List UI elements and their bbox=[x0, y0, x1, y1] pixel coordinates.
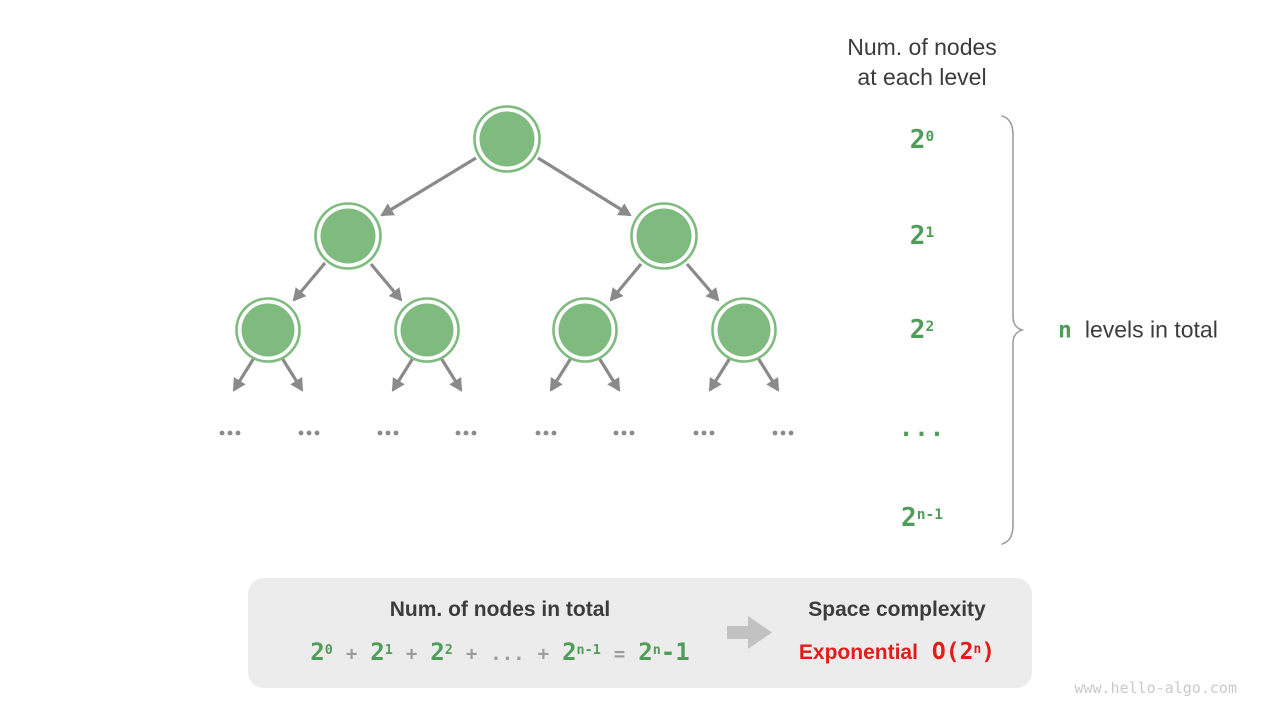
total-nodes-formula: 20 + 21 + 22 + ... + 2n-1 = 2n-1 bbox=[310, 640, 689, 664]
leaf-ellipsis bbox=[298, 430, 320, 436]
total-nodes-title: Num. of nodes in total bbox=[389, 598, 611, 621]
complexity-word: Exponential bbox=[798, 641, 918, 664]
edge-l2l-left bbox=[292, 261, 327, 302]
edge-leaf bbox=[232, 357, 256, 392]
tree-node-l3-4 bbox=[711, 297, 777, 363]
plus-operator: + bbox=[345, 643, 358, 665]
brace-label: n levels in total bbox=[1058, 317, 1218, 344]
formula-term-2^1: 21 bbox=[370, 638, 393, 666]
level-label-2^n-1: 2n-1 bbox=[901, 503, 943, 533]
equals-operator: = bbox=[613, 643, 626, 665]
tree-node-l2-left bbox=[314, 202, 382, 270]
tree-node-l2-right bbox=[630, 202, 698, 270]
summary-box bbox=[248, 578, 1032, 688]
edge-l2r-right bbox=[685, 262, 720, 302]
edge-l2r-left bbox=[609, 262, 643, 302]
tree-node-l3-3 bbox=[552, 297, 618, 363]
leaf-ellipsis bbox=[693, 430, 715, 436]
formula-term-2^n-1: 2n-1 bbox=[562, 638, 601, 666]
edge-root-left bbox=[380, 156, 477, 217]
leaf-ellipsis-row bbox=[219, 430, 794, 436]
leaf-ellipsis bbox=[613, 430, 635, 436]
edge-leaf bbox=[439, 357, 463, 392]
complexity-result: Exponential O(2n) bbox=[799, 641, 995, 665]
tree-node-l3-2 bbox=[394, 297, 460, 363]
leaf-ellipsis bbox=[377, 430, 399, 436]
curly-brace-icon bbox=[1001, 115, 1025, 545]
tree-node-l3-1 bbox=[235, 297, 301, 363]
header-line1: Num. of nodes bbox=[847, 34, 997, 60]
edge-leaf bbox=[280, 357, 304, 392]
edge-leaf bbox=[756, 357, 780, 392]
leaf-ellipsis bbox=[535, 430, 557, 436]
plus-operator: + bbox=[465, 643, 478, 665]
tree-edges bbox=[232, 156, 780, 392]
edge-l2l-right bbox=[369, 262, 403, 302]
header-line2: at each level bbox=[857, 64, 987, 90]
formula-term-2^2: 22 bbox=[430, 638, 453, 666]
tree-nodes bbox=[235, 105, 777, 363]
space-complexity-title: Space complexity bbox=[808, 598, 986, 621]
level-count-header: Num. of nodes at each level bbox=[847, 32, 997, 92]
level-label-ellipsis: ... bbox=[898, 414, 946, 442]
brace-label-n: n bbox=[1058, 317, 1072, 344]
plus-operator: + bbox=[537, 643, 550, 665]
edge-leaf bbox=[597, 357, 621, 392]
big-o-notation: O(2n) bbox=[931, 639, 996, 665]
level-label-2^0: 20 bbox=[909, 125, 935, 155]
brace-label-text: levels in total bbox=[1084, 316, 1218, 343]
leaf-ellipsis bbox=[772, 430, 794, 436]
formula-result: 2n-1 bbox=[638, 638, 690, 666]
watermark: www.hello-algo.com bbox=[1074, 679, 1237, 697]
formula-ellipsis: ... bbox=[490, 643, 525, 665]
leaf-ellipsis bbox=[455, 430, 477, 436]
edge-leaf bbox=[391, 357, 415, 392]
edge-leaf bbox=[708, 357, 732, 392]
formula-term-2^0: 20 bbox=[310, 638, 333, 666]
edge-root-right bbox=[537, 156, 632, 217]
plus-operator: + bbox=[405, 643, 418, 665]
level-label-2^1: 21 bbox=[909, 221, 935, 251]
edge-leaf bbox=[549, 357, 573, 392]
leaf-ellipsis bbox=[219, 430, 241, 436]
level-label-2^2: 22 bbox=[909, 315, 935, 345]
tree-node-root bbox=[473, 105, 541, 173]
